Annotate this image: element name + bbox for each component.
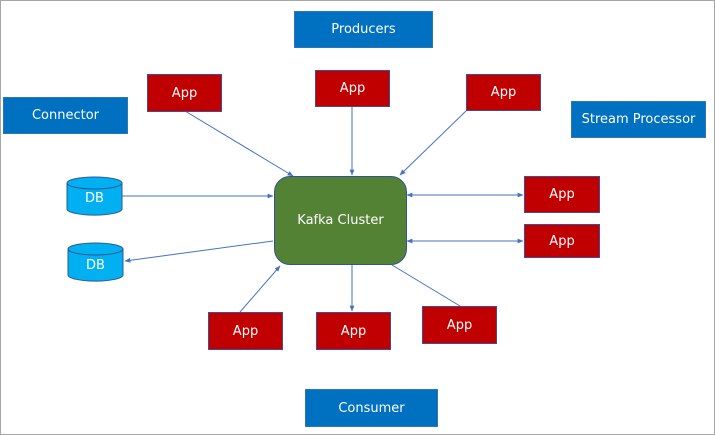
connector-label-text: Connector xyxy=(31,108,100,123)
app-producer-right[interactable]: App xyxy=(466,74,541,111)
app-text: App xyxy=(549,187,575,202)
producers-label-text: Producers xyxy=(331,22,396,37)
app-text: App xyxy=(232,323,259,339)
consumer-label: Consumer xyxy=(305,389,438,427)
database-icon xyxy=(66,176,123,216)
app-producer-left[interactable]: App xyxy=(147,74,222,112)
database-icon xyxy=(67,242,124,282)
app-consumer-center[interactable]: App xyxy=(316,312,391,350)
app-stream-top[interactable]: App xyxy=(524,176,600,213)
stream-processor-label-text: Stream Processor xyxy=(581,112,696,127)
app-stream-bottom[interactable]: App xyxy=(524,224,600,258)
app-consumer-left[interactable]: App xyxy=(208,312,283,350)
app-text: App xyxy=(340,323,367,339)
app-text: App xyxy=(171,85,198,101)
arrow-consumer-left-to-kafka xyxy=(239,265,281,313)
connector-label: Connector xyxy=(3,97,128,134)
db-sink[interactable]: DB xyxy=(67,242,124,282)
stream-processor-label: Stream Processor xyxy=(571,101,706,138)
db-source-text: DB xyxy=(85,191,104,206)
app-consumer-right[interactable]: App xyxy=(422,306,497,344)
app-text: App xyxy=(339,81,366,96)
app-text: App xyxy=(490,85,517,100)
kafka-cluster-node[interactable]: Kafka Cluster xyxy=(274,176,407,265)
db-source[interactable]: DB xyxy=(66,176,123,216)
app-producer-center[interactable]: App xyxy=(315,70,390,107)
consumer-label-text: Consumer xyxy=(338,400,405,416)
arrow-producer-left-to-kafka xyxy=(184,110,294,177)
app-text: App xyxy=(549,233,575,249)
line-kafka-to-consumer-right xyxy=(391,264,461,307)
producers-label: Producers xyxy=(294,11,433,48)
kafka-cluster-text: Kafka Cluster xyxy=(297,213,384,228)
arrow-kafka-to-db-sink xyxy=(124,240,274,263)
app-text: App xyxy=(446,317,473,333)
db-sink-text: DB xyxy=(86,258,105,273)
arrow-producer-right-to-kafka xyxy=(399,110,467,176)
